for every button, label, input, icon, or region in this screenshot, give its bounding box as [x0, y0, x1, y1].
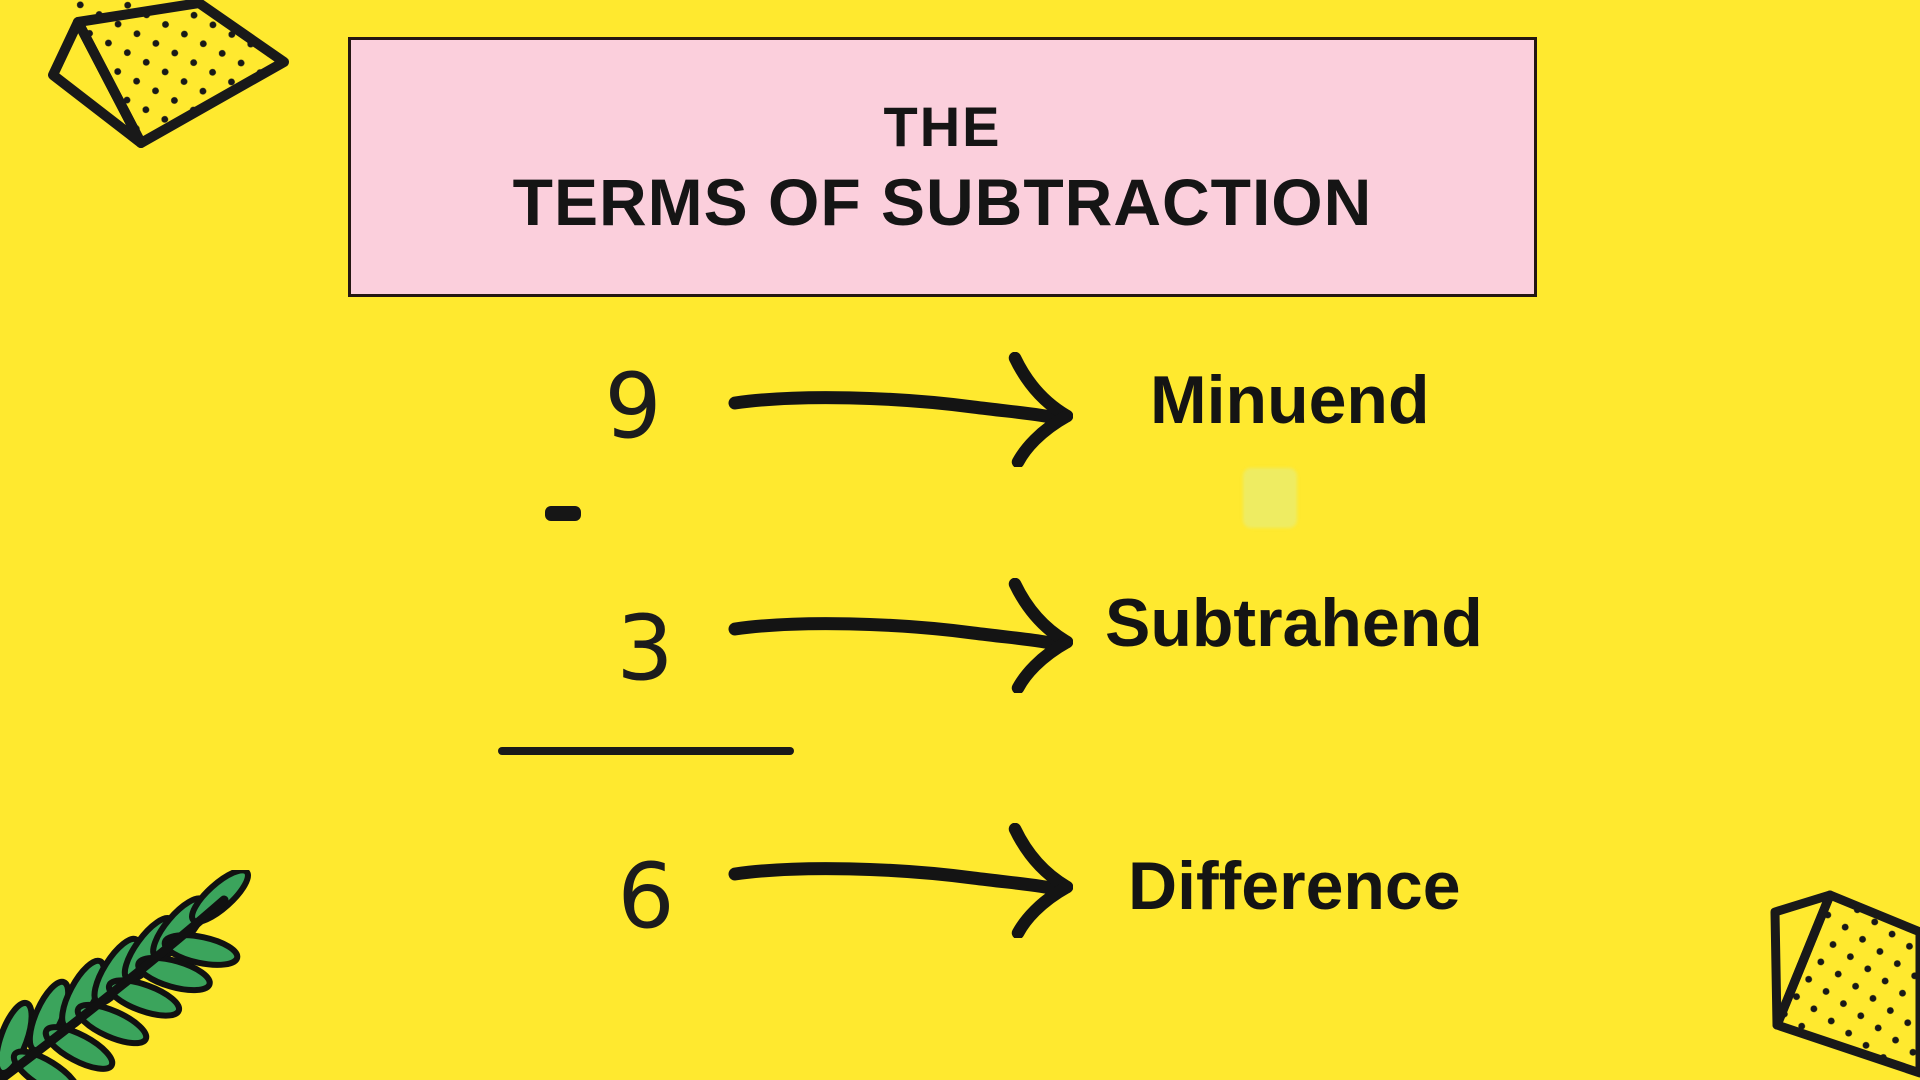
title-line-1: THE — [883, 95, 1002, 158]
difference-label: Difference — [1128, 848, 1461, 924]
fern-leaf-icon — [0, 870, 251, 1080]
title-box: THE TERMS OF SUBTRACTION — [348, 37, 1537, 297]
equation-rule-line — [498, 747, 794, 755]
hand-drawn-arrow-icon — [728, 352, 1073, 467]
difference-value: 6 — [617, 844, 675, 949]
hand-drawn-arrow-icon — [728, 823, 1073, 938]
triangular-prism-icon — [48, 0, 289, 148]
minuend-label: Minuend — [1150, 362, 1430, 438]
hand-drawn-arrow-icon — [728, 578, 1073, 693]
minus-operator — [545, 506, 581, 521]
subtrahend-label: Subtrahend — [1105, 585, 1483, 661]
triangular-prism-icon — [1770, 890, 1920, 1078]
title-line-2: TERMS OF SUBTRACTION — [512, 165, 1373, 239]
subtrahend-value: 3 — [616, 596, 674, 701]
highlight-square — [1243, 468, 1297, 528]
minuend-value: 9 — [604, 354, 662, 459]
